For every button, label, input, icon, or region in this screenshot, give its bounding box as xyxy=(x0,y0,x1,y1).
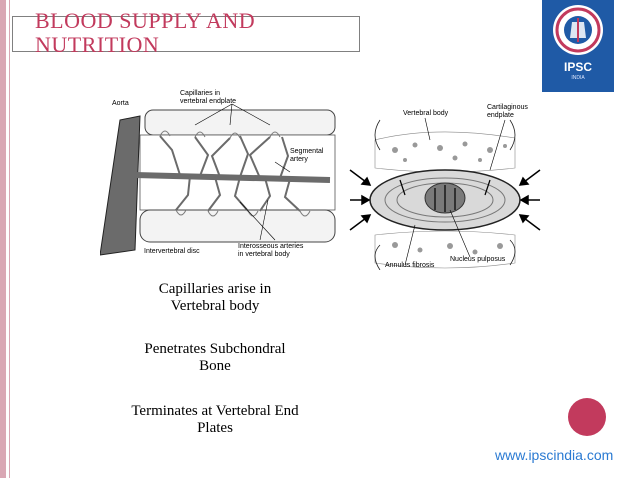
label-capillaries: Capillaries in vertebral endplate xyxy=(180,90,237,105)
vertebral-blood-supply-diagram xyxy=(99,103,336,256)
website-link[interactable]: www.ipscindia.com xyxy=(495,447,614,463)
left-decorative-line xyxy=(9,0,10,478)
label-nucleus-pulposus: Nucleus pulposus xyxy=(450,256,506,263)
label-intervertebral-disc: Intervertebral disc xyxy=(144,248,200,255)
left-decorative-band xyxy=(0,0,6,478)
decorative-circle xyxy=(568,398,606,436)
logo-label: IPSC xyxy=(563,60,592,74)
slide-title: BLOOD SUPPLY AND NUTRITION xyxy=(35,8,256,57)
logo-subtext: INDIA xyxy=(571,75,585,81)
ipsc-logo: IPSC INDIA xyxy=(542,0,614,92)
label-cartilaginous-endplate: Cartilaginous endplate xyxy=(487,104,528,119)
label-vertebral-body: Vertebral body xyxy=(403,110,449,117)
logo-emblem-icon xyxy=(553,5,603,55)
disc-nutrition-figure: Vertebral body Cartilaginous endplate An… xyxy=(345,100,545,271)
label-interosseous-arteries: Interosseous arteries in vertebral body xyxy=(238,243,304,258)
disc-nutrition-diagram xyxy=(349,117,541,271)
bullet-capillaries: Capillaries arise in Vertebral body xyxy=(158,281,272,314)
label-annulus-fibrosis: Annulus fibrosis xyxy=(385,262,435,269)
label-aorta: Aorta xyxy=(112,100,129,107)
label-segmental-artery: Segmental artery xyxy=(290,148,324,163)
vertebral-blood-supply-figure: Aorta Capillaries in vertebral endplate … xyxy=(99,80,340,270)
title-box: BLOOD SUPPLY AND NUTRITION xyxy=(12,9,360,57)
bullet-terminates: Terminates at Vertebral End Plates xyxy=(131,403,299,436)
bullet-penetrates: Penetrates Subchondral Bone xyxy=(144,341,286,374)
